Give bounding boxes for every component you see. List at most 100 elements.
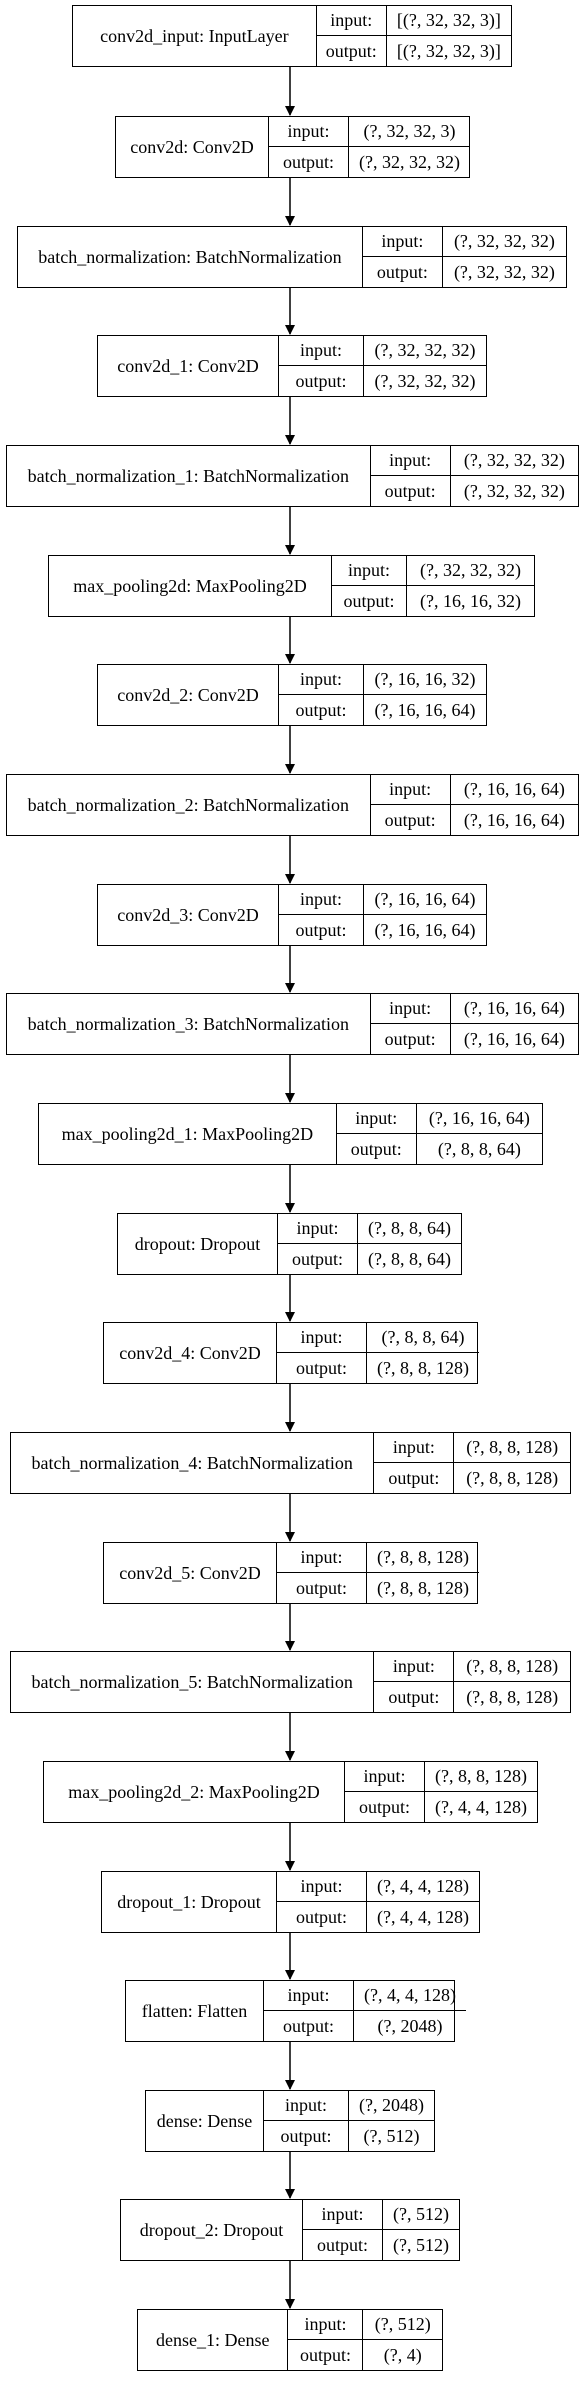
output-label: output: <box>279 915 364 945</box>
input-label: input: <box>288 2310 364 2340</box>
input-shape: (?, 16, 16, 64) <box>450 994 578 1024</box>
input-label: input: <box>370 775 451 805</box>
input-label: input: <box>269 117 349 147</box>
input-shape: (?, 32, 32, 32) <box>363 336 486 366</box>
layer-name: conv2d_3: Conv2D <box>98 885 279 945</box>
layer-name: max_pooling2d_1: MaxPooling2D <box>39 1104 337 1164</box>
layer-node-batch-normalization-3: batch_normalization_3: BatchNormalizatio… <box>6 993 579 1055</box>
input-shape: (?, 512) <box>363 2310 442 2340</box>
layer-name: conv2d_1: Conv2D <box>98 336 279 396</box>
input-label: input: <box>362 227 443 257</box>
layer-name: batch_normalization_1: BatchNormalizatio… <box>7 446 371 506</box>
output-shape: (?, 4, 4, 128) <box>377 1906 469 1927</box>
output-shape: (?, 8, 8, 64) <box>368 1248 451 1269</box>
input-label: input: <box>277 1323 367 1353</box>
input-shape: (?, 8, 8, 128) <box>454 1433 570 1463</box>
output-shape: (?, 32, 32, 32) <box>374 370 476 391</box>
input-label: input: <box>277 1872 368 1902</box>
input-label: input: <box>345 1762 426 1792</box>
output-shape: (?, 4) <box>383 2344 422 2365</box>
output-label: output: <box>279 366 364 396</box>
input-shape: (?, 4, 4, 128) <box>367 1872 479 1902</box>
output-shape: (?, 2048) <box>377 2015 443 2036</box>
input-shape: (?, 2048) <box>349 2091 434 2121</box>
input-label: input: <box>264 2091 350 2121</box>
output-label: output: <box>303 2230 384 2260</box>
input-label: input: <box>370 994 451 1024</box>
output-shape: (?, 512) <box>363 2125 420 2146</box>
input-shape: [(?, 32, 32, 3)] <box>386 6 511 36</box>
layer-node-batch-normalization-4: batch_normalization_4: BatchNormalizatio… <box>10 1432 571 1494</box>
output-label: output: <box>337 1134 417 1164</box>
layer-name: conv2d_input: InputLayer <box>73 6 317 66</box>
layer-name: conv2d_2: Conv2D <box>98 665 279 725</box>
input-shape: (?, 4, 4, 128) <box>354 1981 466 2011</box>
layer-node-batch-normalization-2: batch_normalization_2: BatchNormalizatio… <box>6 774 579 836</box>
output-label: output: <box>332 586 408 616</box>
output-label: output: <box>269 147 349 177</box>
input-label: input: <box>264 1981 354 2011</box>
output-shape: (?, 512) <box>393 2234 449 2255</box>
output-label: output: <box>371 476 451 506</box>
output-shape: (?, 8, 8, 128) <box>466 1686 559 1707</box>
input-shape: (?, 16, 16, 64) <box>450 775 578 805</box>
layer-name: batch_normalization_3: BatchNormalizatio… <box>7 994 371 1054</box>
input-label: input: <box>278 885 364 915</box>
layer-name: max_pooling2d: MaxPooling2D <box>49 556 333 616</box>
output-shape: (?, 32, 32, 32) <box>453 261 555 282</box>
output-shape: (?, 8, 8, 128) <box>377 1357 469 1378</box>
output-shape: (?, 8, 8, 128) <box>377 1577 469 1598</box>
input-label: input: <box>303 2200 384 2230</box>
output-label: output: <box>371 1024 451 1054</box>
input-shape: (?, 512) <box>383 2200 459 2230</box>
layer-name: conv2d_4: Conv2D <box>104 1323 277 1383</box>
input-label: input: <box>336 1104 417 1134</box>
input-shape: (?, 8, 8, 128) <box>454 1652 570 1682</box>
layer-name: dense_1: Dense <box>138 2310 289 2370</box>
output-label: output: <box>363 257 443 287</box>
output-label: output: <box>374 1463 455 1493</box>
input-shape: (?, 16, 16, 64) <box>363 885 486 915</box>
output-label: output: <box>264 2011 354 2041</box>
output-label: output: <box>277 1902 368 1932</box>
input-label: input: <box>278 336 364 366</box>
output-shape: (?, 16, 16, 64) <box>374 919 476 940</box>
output-label: output: <box>264 2121 350 2151</box>
output-shape: (?, 16, 16, 32) <box>420 590 521 611</box>
output-label: output: <box>288 2340 364 2370</box>
layer-name: batch_normalization_4: BatchNormalizatio… <box>11 1433 375 1493</box>
layer-name: dropout_1: Dropout <box>102 1872 278 1932</box>
layer-name: dropout: Dropout <box>118 1214 279 1274</box>
output-shape: (?, 4, 4, 128) <box>435 1796 527 1817</box>
input-label: input: <box>277 1543 367 1573</box>
layer-name: dense: Dense <box>146 2091 265 2151</box>
output-shape: (?, 32, 32, 32) <box>463 480 565 501</box>
output-label: output: <box>277 1353 367 1383</box>
layer-name: max_pooling2d_2: MaxPooling2D <box>44 1762 346 1822</box>
output-shape: (?, 32, 32, 32) <box>359 151 460 172</box>
input-shape: (?, 16, 16, 32) <box>363 665 486 695</box>
layer-name: dropout_2: Dropout <box>121 2200 304 2260</box>
input-label: input: <box>370 446 451 476</box>
input-shape: (?, 8, 8, 128) <box>367 1543 479 1573</box>
output-label: output: <box>277 1573 367 1603</box>
input-label: input: <box>278 665 364 695</box>
input-shape: (?, 32, 32, 32) <box>442 227 566 257</box>
input-label: input: <box>332 556 408 586</box>
input-label: input: <box>374 1652 455 1682</box>
layer-node-batch-normalization-1: batch_normalization_1: BatchNormalizatio… <box>6 445 579 507</box>
